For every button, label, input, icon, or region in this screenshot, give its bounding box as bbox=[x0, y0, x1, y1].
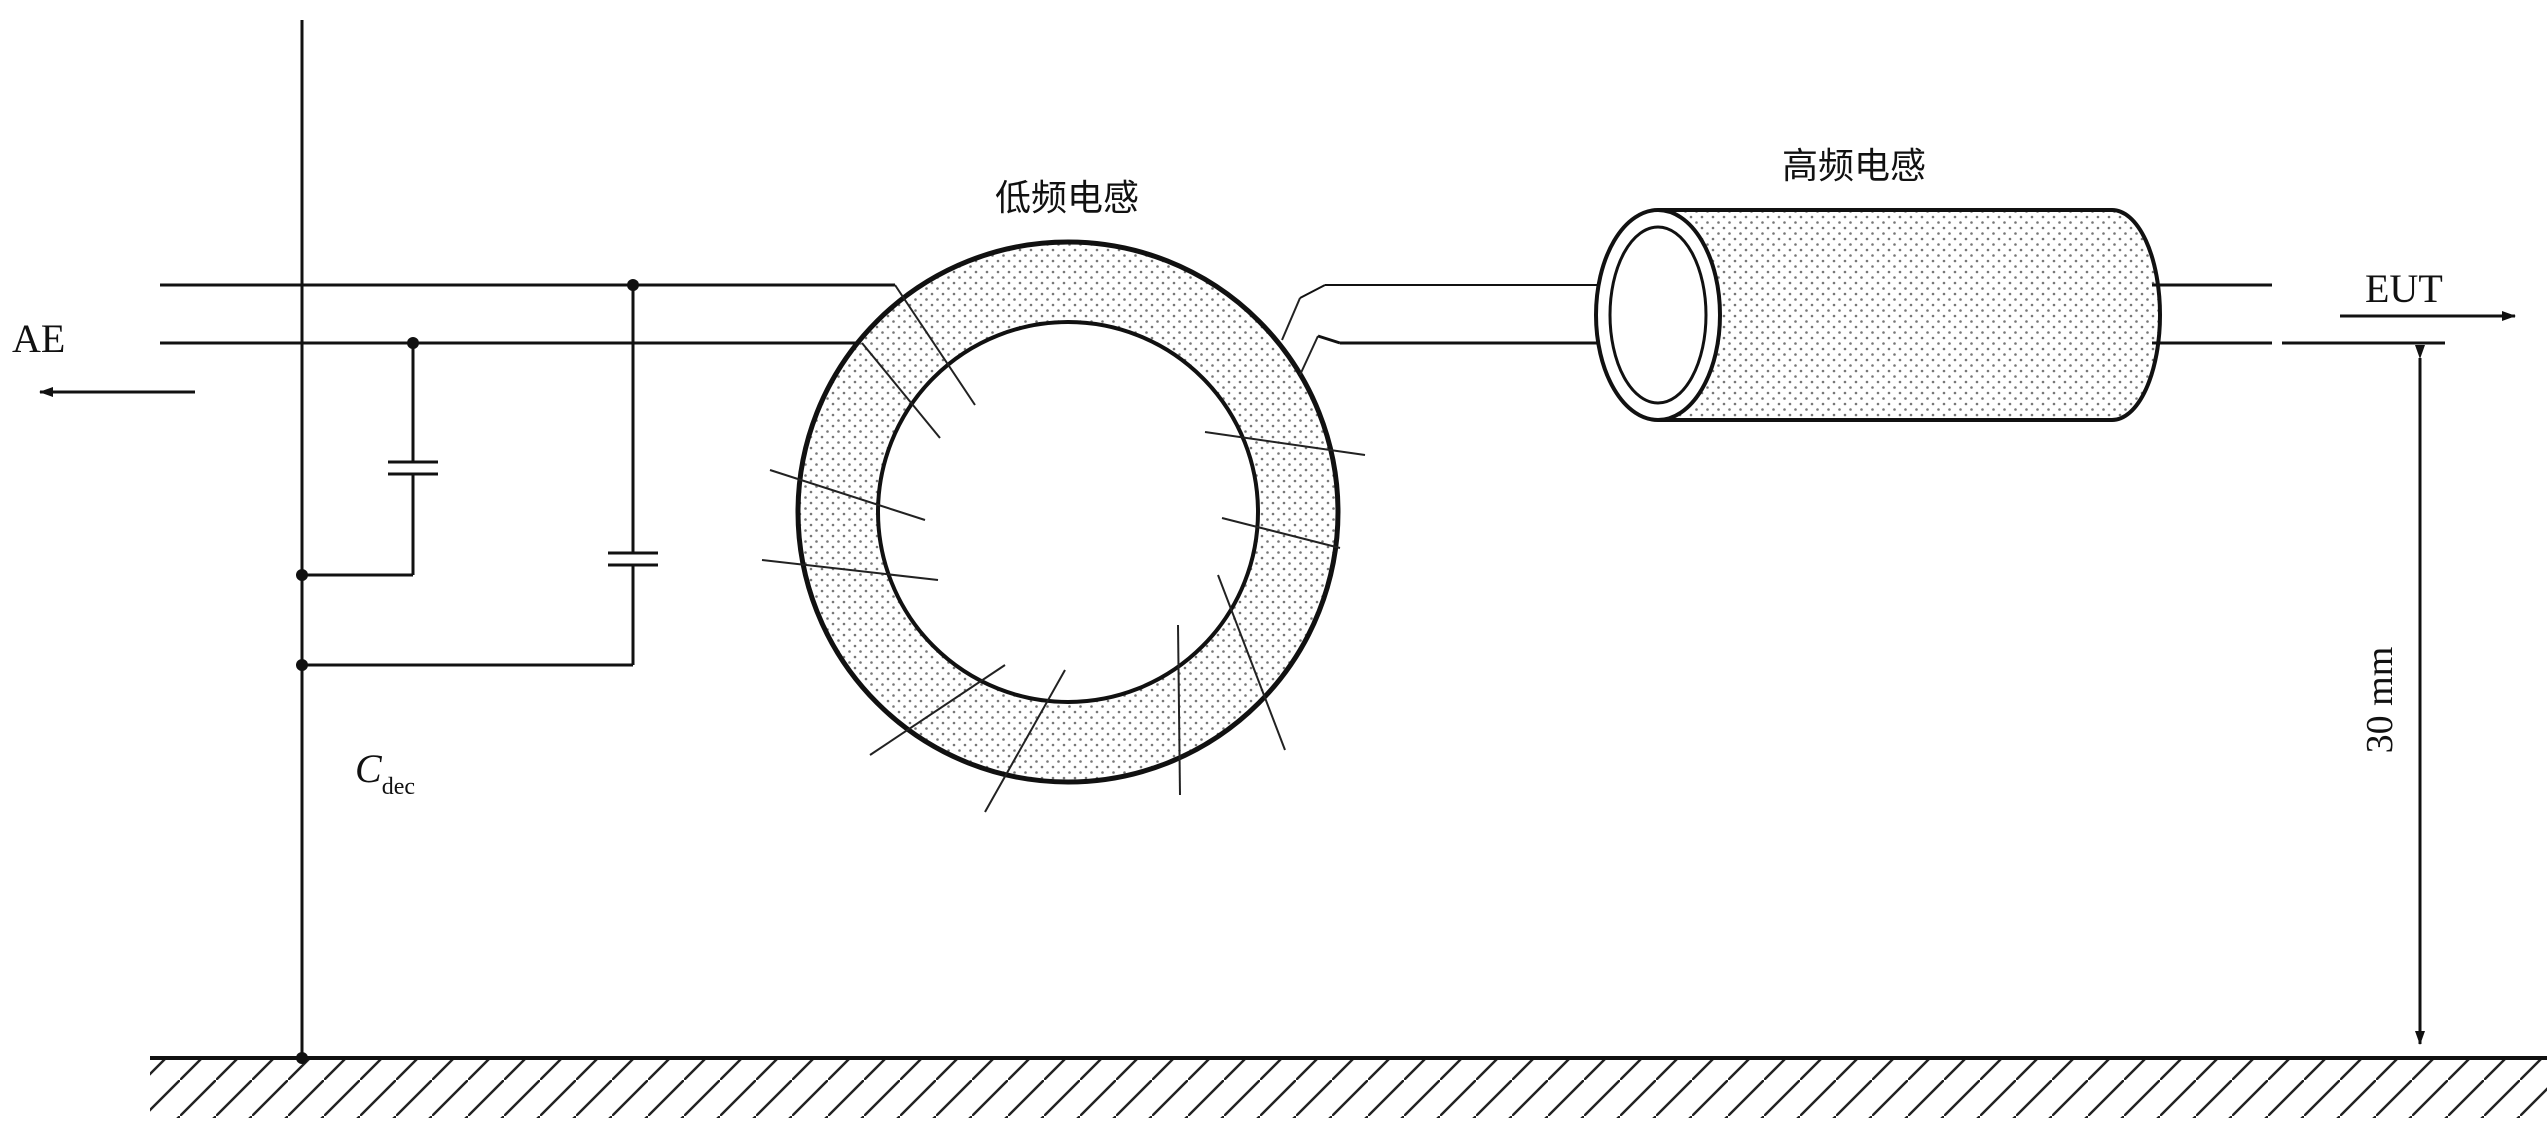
junction-dot bbox=[296, 569, 308, 581]
height-dimension-label: 30 mm bbox=[2359, 647, 2401, 754]
ae-label: AE bbox=[12, 316, 65, 361]
cdec-label: Cdec bbox=[355, 746, 415, 800]
conductor-to-eut bbox=[2152, 283, 2445, 345]
low-frequency-inductor bbox=[761, 239, 1366, 813]
junction-dot bbox=[627, 279, 639, 291]
cdec-subscript: dec bbox=[382, 774, 415, 800]
toroid-windings bbox=[761, 284, 1366, 813]
decoupling-capacitor-1 bbox=[302, 343, 438, 577]
high-frequency-inductor-label: 高频电感 bbox=[1782, 146, 1926, 187]
junction-dot bbox=[296, 1052, 308, 1064]
eut-label: EUT bbox=[2365, 266, 2443, 311]
ground-plane bbox=[150, 1056, 2547, 1118]
high-frequency-inductor bbox=[1594, 208, 2162, 422]
cdec-main: C bbox=[355, 746, 383, 791]
low-frequency-inductor-label: 低频电感 bbox=[995, 178, 1139, 219]
decoupling-capacitor-2 bbox=[302, 285, 658, 667]
junction-dot bbox=[296, 659, 308, 671]
junction-dot bbox=[407, 337, 419, 349]
